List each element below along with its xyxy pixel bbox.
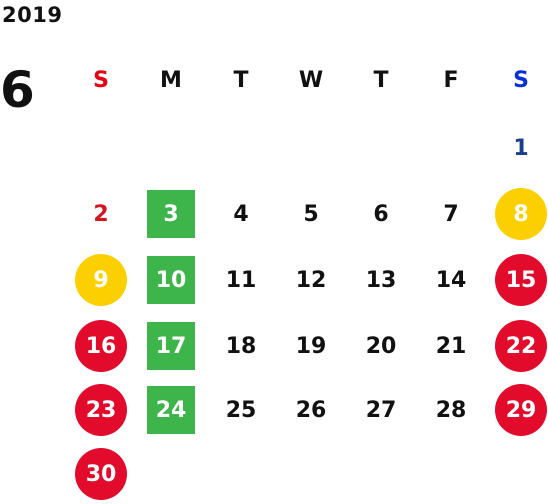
day-cell[interactable]: 13 <box>351 250 411 310</box>
day-number: 27 <box>365 397 397 423</box>
day-cell[interactable]: 27 <box>351 380 411 440</box>
day-cell[interactable]: 11 <box>211 250 271 310</box>
day-cell[interactable]: 24 <box>141 380 201 440</box>
day-number: 17 <box>147 322 195 370</box>
day-cell[interactable]: 21 <box>421 316 481 376</box>
month-label: 6 <box>0 61 35 119</box>
day-number: 11 <box>225 267 257 293</box>
day-number: 13 <box>365 267 397 293</box>
weekday-sunday: S <box>93 68 109 93</box>
day-number: 19 <box>295 333 327 359</box>
day-cell[interactable]: 1 <box>491 118 548 178</box>
day-cell[interactable]: 22 <box>491 316 548 376</box>
weekday-wednesday: W <box>298 68 324 93</box>
day-number: 7 <box>443 201 459 227</box>
day-number: 22 <box>495 320 547 372</box>
day-cell[interactable]: 3 <box>141 184 201 244</box>
day-cell[interactable]: 16 <box>71 316 131 376</box>
day-cell[interactable]: 30 <box>71 444 131 504</box>
day-cell[interactable]: 4 <box>211 184 271 244</box>
day-cell[interactable]: 20 <box>351 316 411 376</box>
day-cell[interactable]: 15 <box>491 250 548 310</box>
weekday-header: S M T W T F S <box>0 64 548 98</box>
day-cell[interactable]: 2 <box>71 184 131 244</box>
day-number: 4 <box>233 201 249 227</box>
day-number: 25 <box>225 397 257 423</box>
day-cell[interactable]: 14 <box>421 250 481 310</box>
day-number: 1 <box>513 135 529 161</box>
weekday-friday: F <box>443 68 459 93</box>
day-number: 9 <box>75 254 127 306</box>
day-number: 10 <box>147 256 195 304</box>
day-cell[interactable]: 25 <box>211 380 271 440</box>
day-number: 8 <box>495 188 547 240</box>
day-cell[interactable]: 12 <box>281 250 341 310</box>
day-number: 21 <box>435 333 467 359</box>
day-number: 6 <box>373 201 389 227</box>
day-cell[interactable]: 8 <box>491 184 548 244</box>
weekday-monday: M <box>160 68 182 93</box>
day-cell[interactable]: 19 <box>281 316 341 376</box>
day-number: 16 <box>75 320 127 372</box>
day-number: 5 <box>303 201 319 227</box>
day-cell[interactable]: 5 <box>281 184 341 244</box>
weekday-thursday: T <box>373 68 389 93</box>
day-number: 18 <box>225 333 257 359</box>
day-number: 30 <box>75 448 127 500</box>
day-number: 29 <box>495 384 547 436</box>
day-cell[interactable]: 9 <box>71 250 131 310</box>
day-cell[interactable]: 29 <box>491 380 548 440</box>
day-cell[interactable]: 6 <box>351 184 411 244</box>
day-number: 15 <box>495 254 547 306</box>
day-number: 14 <box>435 267 467 293</box>
day-number: 3 <box>147 190 195 238</box>
day-cell[interactable]: 28 <box>421 380 481 440</box>
day-cell[interactable]: 18 <box>211 316 271 376</box>
day-number: 2 <box>93 201 109 227</box>
day-cell[interactable]: 10 <box>141 250 201 310</box>
day-cell[interactable]: 7 <box>421 184 481 244</box>
day-cell[interactable]: 26 <box>281 380 341 440</box>
day-cell[interactable]: 17 <box>141 316 201 376</box>
year-label: 2019 <box>2 3 63 27</box>
day-number: 24 <box>147 386 195 434</box>
day-number: 20 <box>365 333 397 359</box>
day-number: 26 <box>295 397 327 423</box>
day-cell[interactable]: 23 <box>71 380 131 440</box>
day-number: 28 <box>435 397 467 423</box>
weekday-saturday: S <box>513 68 529 93</box>
day-number: 23 <box>75 384 127 436</box>
weekday-tuesday: T <box>233 68 249 93</box>
day-number: 12 <box>295 267 327 293</box>
